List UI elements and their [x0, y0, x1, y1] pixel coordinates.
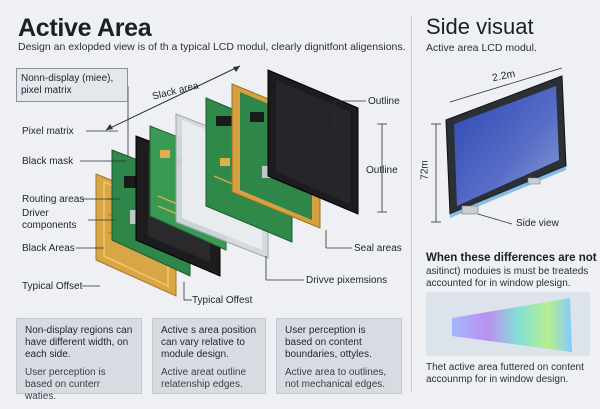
info-card-2: Active s area position can vary relative…	[152, 318, 266, 394]
label-typical-offest: Typical Offest	[192, 295, 253, 306]
card-1-text-2: User perception is based on cunterr wati…	[25, 367, 106, 402]
label-driver-components: Driver components	[22, 208, 77, 231]
label-seal-areas: Seal areas	[354, 243, 402, 254]
info-card-1: Non-display regions can have different w…	[16, 318, 142, 402]
label-black-areas: Black Areas	[22, 243, 75, 254]
width-dimension-line	[449, 67, 563, 103]
active-area-gradient-shape	[452, 298, 572, 352]
differences-footer-line-1: Thet active area futtered on content	[426, 362, 584, 373]
page-title: Active Area	[18, 14, 152, 42]
label-black-mask: Black mask	[22, 156, 74, 167]
differences-body: asitinct) moduies is must be treateds ac…	[426, 266, 588, 290]
differences-body-line-1: asitinct) moduies is must be treateds	[426, 266, 589, 277]
differences-footer-line-2: accounmp for in window design.	[426, 374, 569, 385]
differences-body-line-2: accounted for in window plesign.	[426, 278, 571, 289]
differences-title: When these differences are not	[426, 252, 597, 264]
label-pixel-matrix: Pixel matrix	[22, 126, 74, 137]
info-card-3: User perception is based on content boun…	[276, 318, 402, 394]
label-outline-top: Outline	[368, 96, 400, 107]
label-routing-areas: Routing areas	[22, 194, 85, 205]
differences-footer: Thet active area futtered on content acc…	[426, 362, 584, 386]
label-outline-mid: Outline	[366, 165, 398, 176]
label-non-display: Nonn-display (miee), pixel matrix	[16, 68, 128, 102]
label-side-view: Side view	[516, 218, 559, 229]
label-height-dimension: 72m	[419, 160, 431, 180]
vertical-divider	[411, 16, 412, 392]
card-2-text-1: Active s area position can vary relative…	[161, 325, 257, 360]
slack-arrowhead	[233, 66, 240, 72]
side-subtitle: Active area LCD modul.	[426, 42, 537, 54]
card-3-text-1: User perception is based on content boun…	[285, 325, 372, 360]
label-drive-pixemsions: Drivve pixemsions	[306, 275, 388, 286]
card-1-text-1: Non-display regions can have different w…	[25, 325, 133, 360]
card-3-text-2: Active area to outlines, not mechanical …	[285, 367, 387, 390]
side-monitor-screen	[454, 86, 559, 206]
label-typical-offset: Typical Offset	[22, 281, 83, 292]
side-title: Side visuat	[426, 14, 534, 39]
page-subtitle: Design an exlopded view is of th a typic…	[18, 41, 406, 53]
exploded-lcd-illustration	[76, 65, 590, 356]
card-2-text-2: Active areat outline relatenship edges.	[161, 367, 247, 390]
